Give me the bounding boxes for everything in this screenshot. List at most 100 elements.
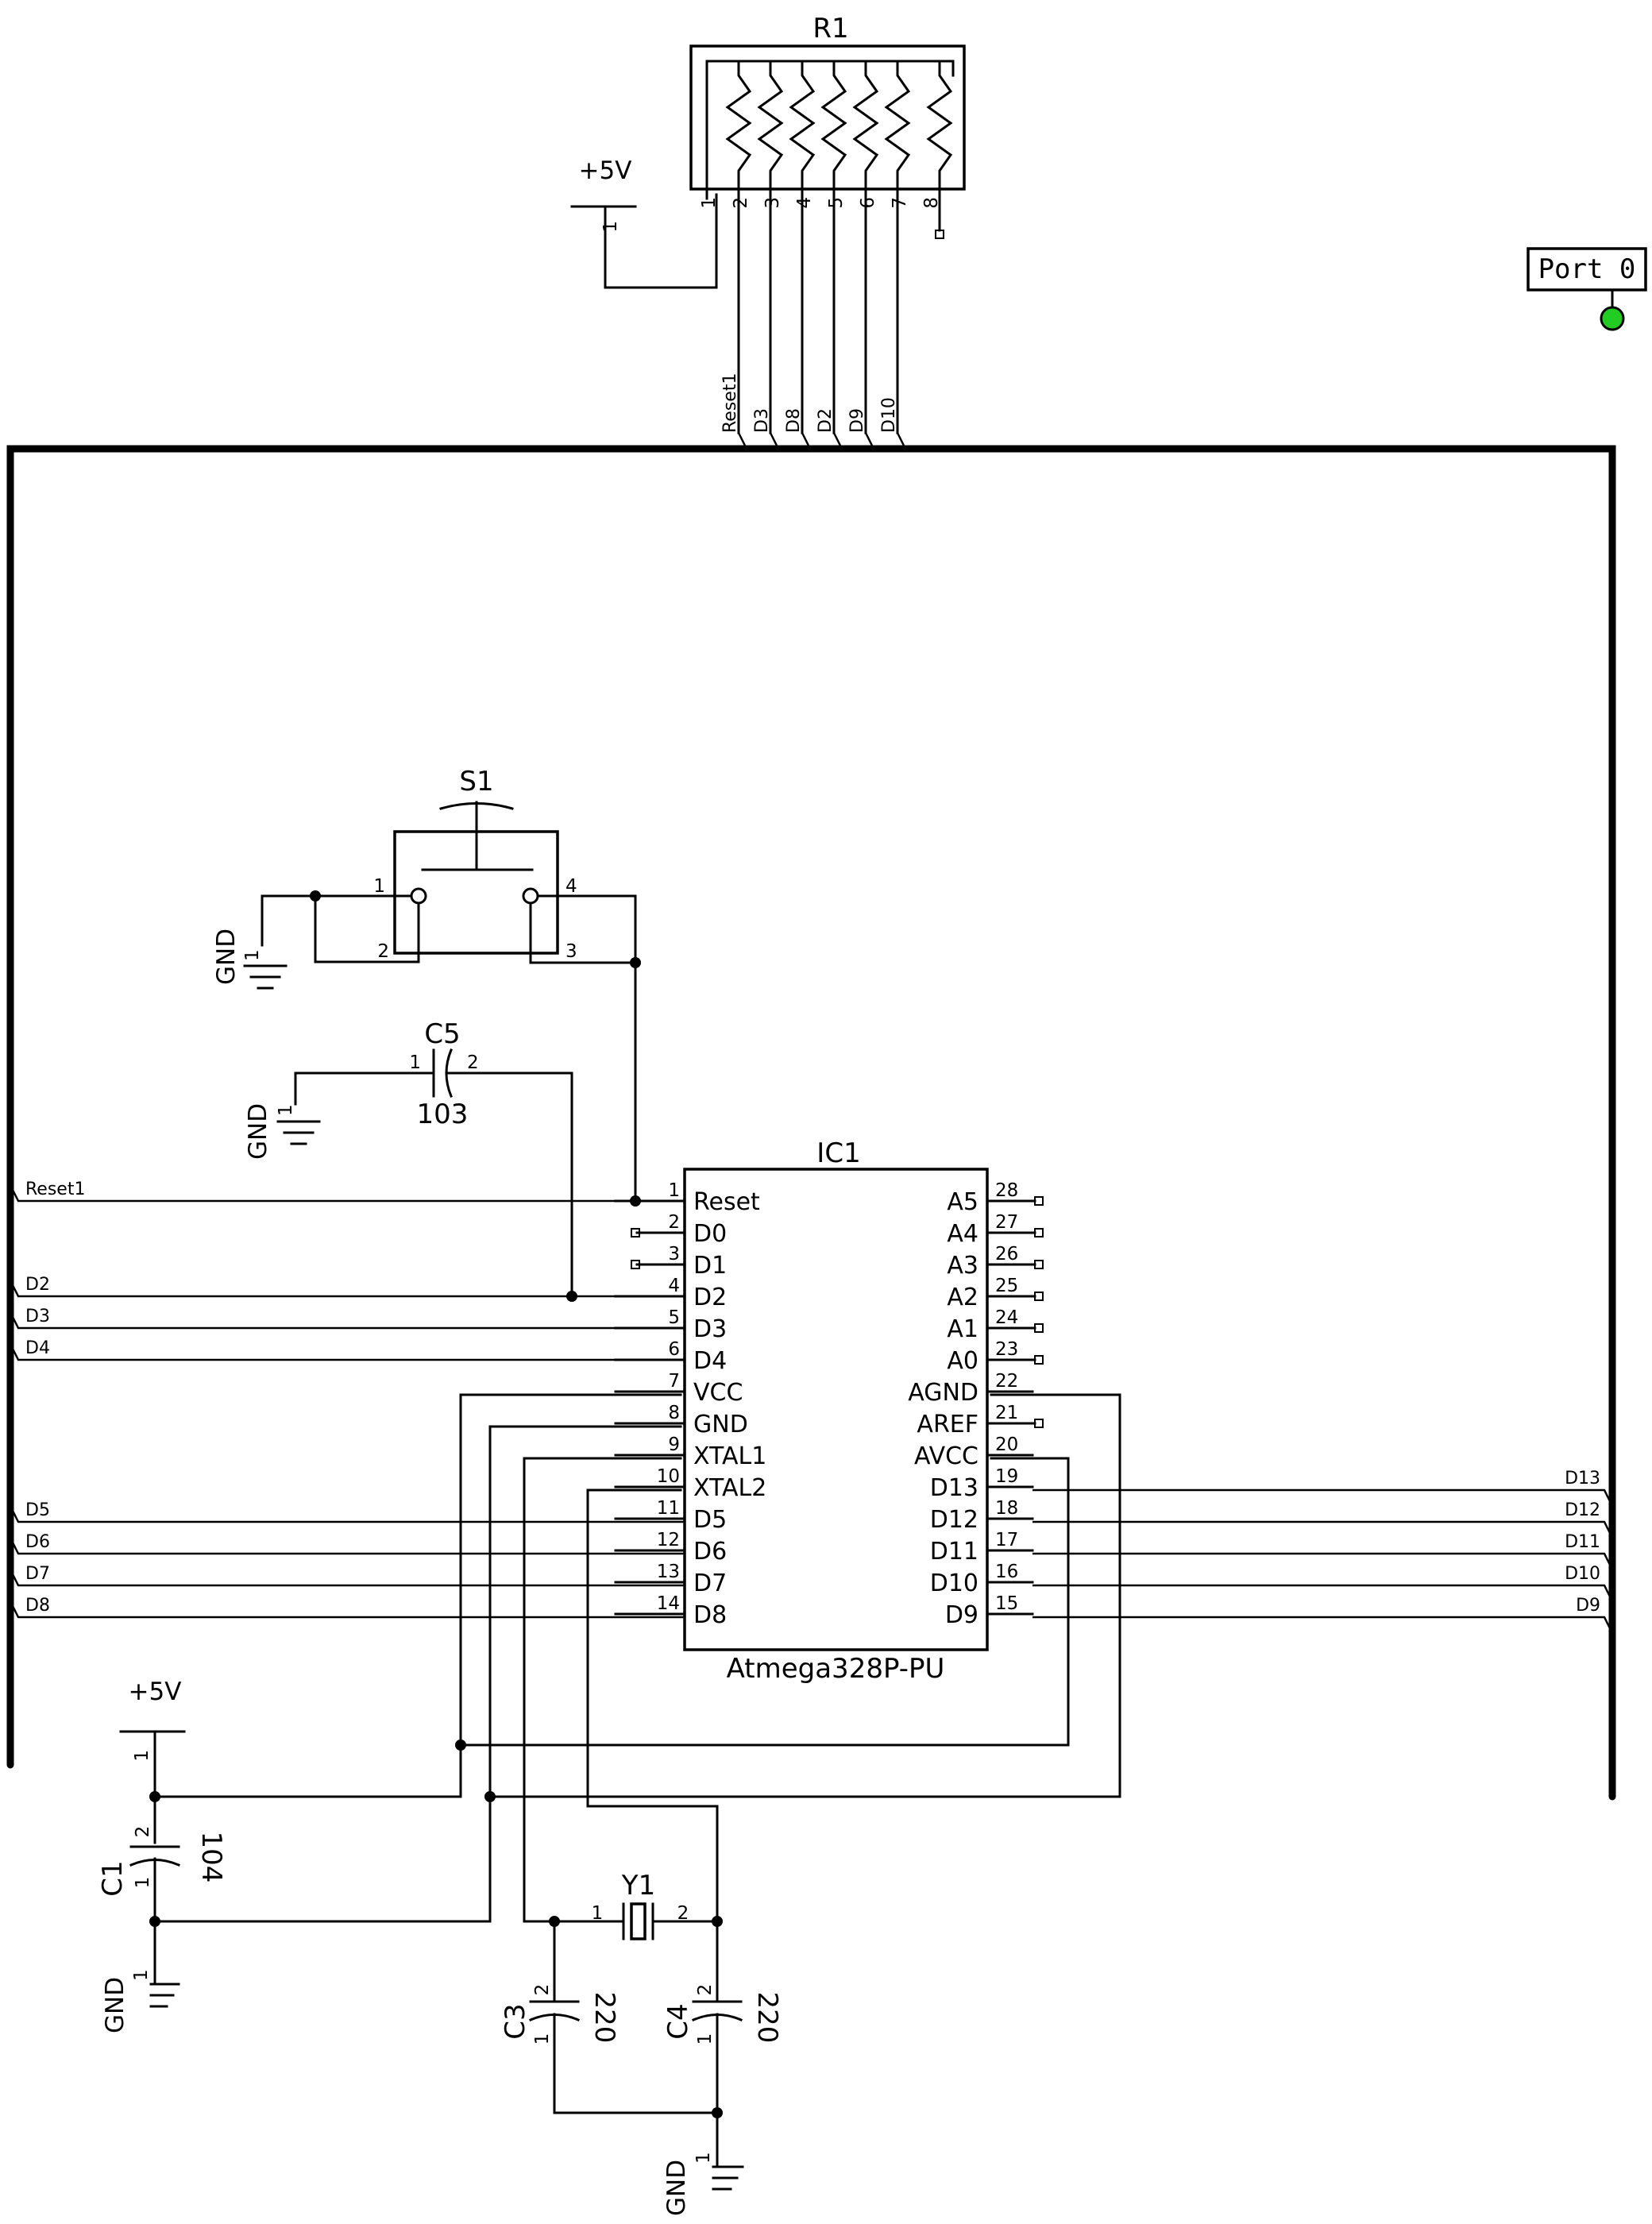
c4-ref: C4 [662, 2003, 694, 2039]
left-net-label-d7: D7 [25, 1564, 50, 1584]
ic1-pin-num-9: 9 [668, 1434, 680, 1455]
left-net-d3 [9, 1311, 685, 1330]
vcc-bottom: +5V 1 [119, 1678, 186, 1844]
c1-pin2: 2 [133, 1826, 153, 1838]
left-net-d6 [9, 1537, 685, 1555]
bus [6, 445, 1616, 1801]
r1-resistor-4 [789, 60, 816, 192]
ic1-pin-num-28: 28 [995, 1180, 1018, 1201]
y1-pin2: 2 [677, 1903, 689, 1924]
r1-net-reset1: Reset1 [720, 373, 740, 433]
r1-net-d3: D3 [752, 408, 772, 433]
ic1-pin-num-7: 7 [668, 1371, 680, 1392]
s1-pin4: 4 [565, 876, 577, 897]
r1-resistor-2 [725, 60, 752, 192]
ic1-pin-num-27: 27 [995, 1212, 1018, 1233]
ic1-pin-num-18: 18 [995, 1498, 1018, 1519]
y1-ref: Y1 [621, 1870, 655, 1902]
s1-pushbutton: S1 1 2 3 4 1 GND [212, 766, 641, 1203]
left-net-label-d8: D8 [25, 1596, 50, 1616]
ic1-pin-num-12: 12 [657, 1530, 680, 1550]
r1-net-d10: D10 [879, 397, 899, 433]
ic1-body [683, 1168, 989, 1651]
ic1-pin-num-15: 15 [995, 1593, 1018, 1614]
ic1-pin-name-d0: D0 [693, 1220, 727, 1248]
vcc-junction [455, 1739, 466, 1751]
s1-gnd-pin: 1 [242, 949, 263, 961]
reset-junction [630, 1195, 641, 1207]
ic1-unconnected-27 [1034, 1228, 1044, 1237]
ic1-unconnected-3 [631, 1260, 640, 1269]
c5-gnd-pin: 1 [276, 1104, 296, 1116]
c1-pin1: 1 [133, 1877, 153, 1889]
right-net-d10 [1032, 1584, 1614, 1602]
c1-value: 104 [195, 1832, 227, 1883]
ic1-pin-name-d4: D4 [693, 1347, 727, 1375]
ic1-unconnected-26 [1034, 1260, 1044, 1269]
s1-gnd-label: GND [212, 929, 241, 985]
left-net-label-d6: D6 [25, 1532, 50, 1552]
c5-ref: C5 [424, 1018, 460, 1050]
c4-pin1: 1 [695, 2033, 716, 2045]
vcc-bottom-pin: 1 [132, 1750, 152, 1762]
ic1-pin-num-6: 6 [668, 1339, 680, 1360]
ic1-pin-name-d6: D6 [693, 1538, 727, 1566]
r1-body [689, 44, 966, 191]
ic1-pin-name-a2: A2 [947, 1284, 978, 1311]
c3-ref: C3 [500, 2003, 531, 2039]
ic1-unconnected-25 [1034, 1292, 1044, 1301]
ic1-pin-name-a1: A1 [947, 1315, 978, 1343]
port-label-box [1527, 247, 1647, 292]
vcc-bottom-label: +5V [129, 1678, 182, 1706]
ic1-pin-name-a3: A3 [947, 1252, 978, 1280]
ic1-unconnected-24 [1034, 1323, 1044, 1333]
r1-net-d2: D2 [816, 408, 836, 433]
r1-resistor-8 [926, 60, 953, 192]
ic1-pin-num-1: 1 [668, 1180, 680, 1201]
c4-gnd-label: GND [662, 2160, 691, 2216]
left-net-label-reset1: Reset1 [25, 1180, 85, 1199]
right-net-d9 [1032, 1616, 1614, 1634]
ic1-pin-name-aref: AREF [917, 1411, 978, 1438]
ic1-pin-num-10: 10 [657, 1466, 680, 1487]
ic1-pin-num-19: 19 [995, 1466, 1018, 1487]
ic1-pin-num-21: 21 [995, 1403, 1018, 1423]
ic1-pin-name-a5: A5 [947, 1188, 978, 1216]
left-net-label-d5: D5 [25, 1500, 50, 1520]
right-net-label-d10: D10 [1565, 1564, 1600, 1584]
left-net-d4 [9, 1343, 685, 1361]
s1-ref: S1 [459, 766, 493, 797]
c3-capacitor: C3 220 1 2 [500, 1920, 719, 2114]
right-net-d12 [1032, 1520, 1614, 1539]
ic1-pin-name-d7: D7 [693, 1570, 727, 1597]
ic1-part: Atmega328P-PU [727, 1653, 945, 1685]
left-net-d5 [9, 1505, 685, 1523]
c3-pin2: 2 [532, 1984, 553, 1996]
ic1-pin-num-13: 13 [657, 1562, 680, 1582]
ic1-pin-num-3: 3 [668, 1244, 680, 1265]
ic1-pin-num-22: 22 [995, 1371, 1018, 1392]
c5-pin2: 2 [467, 1052, 479, 1073]
c1-capacitor: C1 104 1 2 1 GND [97, 1826, 227, 2033]
ic1-pin-name-a4: A4 [947, 1220, 978, 1248]
ic1-pin-name-a0: A0 [947, 1347, 978, 1375]
vcc-top: +5V 1 [570, 156, 718, 289]
s1-pin1: 1 [373, 876, 385, 897]
c4-pin2: 2 [695, 1984, 716, 1996]
r1-pin-4: 4 [794, 197, 815, 209]
ic1-pin-name-d3: D3 [693, 1315, 727, 1343]
port-0: Port 0 [1527, 247, 1647, 331]
c1-ref: C1 [97, 1860, 129, 1896]
port-indicator [1600, 306, 1625, 331]
c4-gnd-junction [712, 2107, 723, 2118]
ic1-unconnected-21 [1034, 1419, 1044, 1428]
r1-resistor-7 [884, 60, 911, 192]
r1-pin-7: 7 [890, 197, 910, 209]
left-net-label-d2: D2 [25, 1275, 50, 1295]
ic1-pin-name-xtal2: XTAL2 [693, 1474, 766, 1502]
c1-gnd-label: GND [101, 1977, 129, 2033]
c1-gnd-pin: 1 [131, 1969, 152, 1981]
